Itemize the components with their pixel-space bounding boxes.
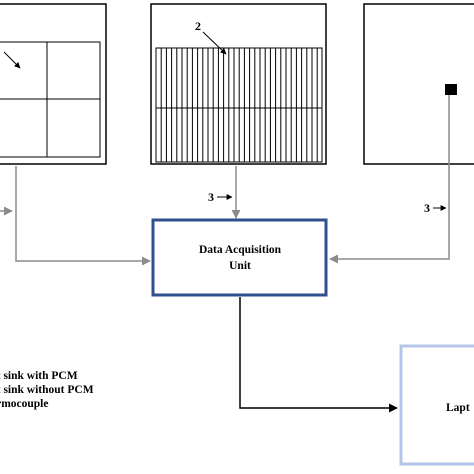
heat-sink-without-pcm: 2	[150, 3, 327, 165]
callout-two: 2	[195, 19, 201, 33]
callout-leader-left	[3, 51, 21, 69]
laptop-frame	[399, 344, 474, 466]
thermocouple-box-frame	[363, 3, 474, 165]
laptop: Lapt	[399, 344, 474, 466]
connection-right	[329, 95, 450, 264]
data-acquisition-unit: Data Acquisition Unit	[151, 218, 328, 297]
legend-item-thermocouple: ermocouple	[0, 398, 49, 410]
connection-left	[15, 166, 151, 266]
heat-sink-fins	[155, 47, 323, 163]
laptop-label: Lapt	[446, 402, 470, 414]
connection-daq-to-laptop	[239, 297, 398, 413]
heat-sink-with-pcm	[0, 3, 107, 165]
legend-item-with-pcm: at sink with PCM	[0, 370, 78, 382]
thermocouple-box	[363, 3, 474, 165]
heat-sink-without-pcm-frame	[150, 3, 327, 165]
thermocouple-marker	[445, 84, 457, 95]
daq-frame	[151, 218, 328, 297]
sensor-connections	[0, 95, 450, 266]
heat-sink-with-pcm-frame	[0, 3, 107, 165]
legend: at sink with PCM at sink without PCM erm…	[0, 369, 103, 411]
callout-two-leader	[202, 31, 227, 55]
daq-label-line2: Unit	[229, 260, 251, 272]
callout-three-right: 3	[424, 201, 430, 215]
callout-three-middle: 3	[208, 190, 214, 204]
legend-item-without-pcm: at sink without PCM	[0, 384, 94, 396]
daq-label-line1: Data Acquisition	[199, 244, 282, 256]
